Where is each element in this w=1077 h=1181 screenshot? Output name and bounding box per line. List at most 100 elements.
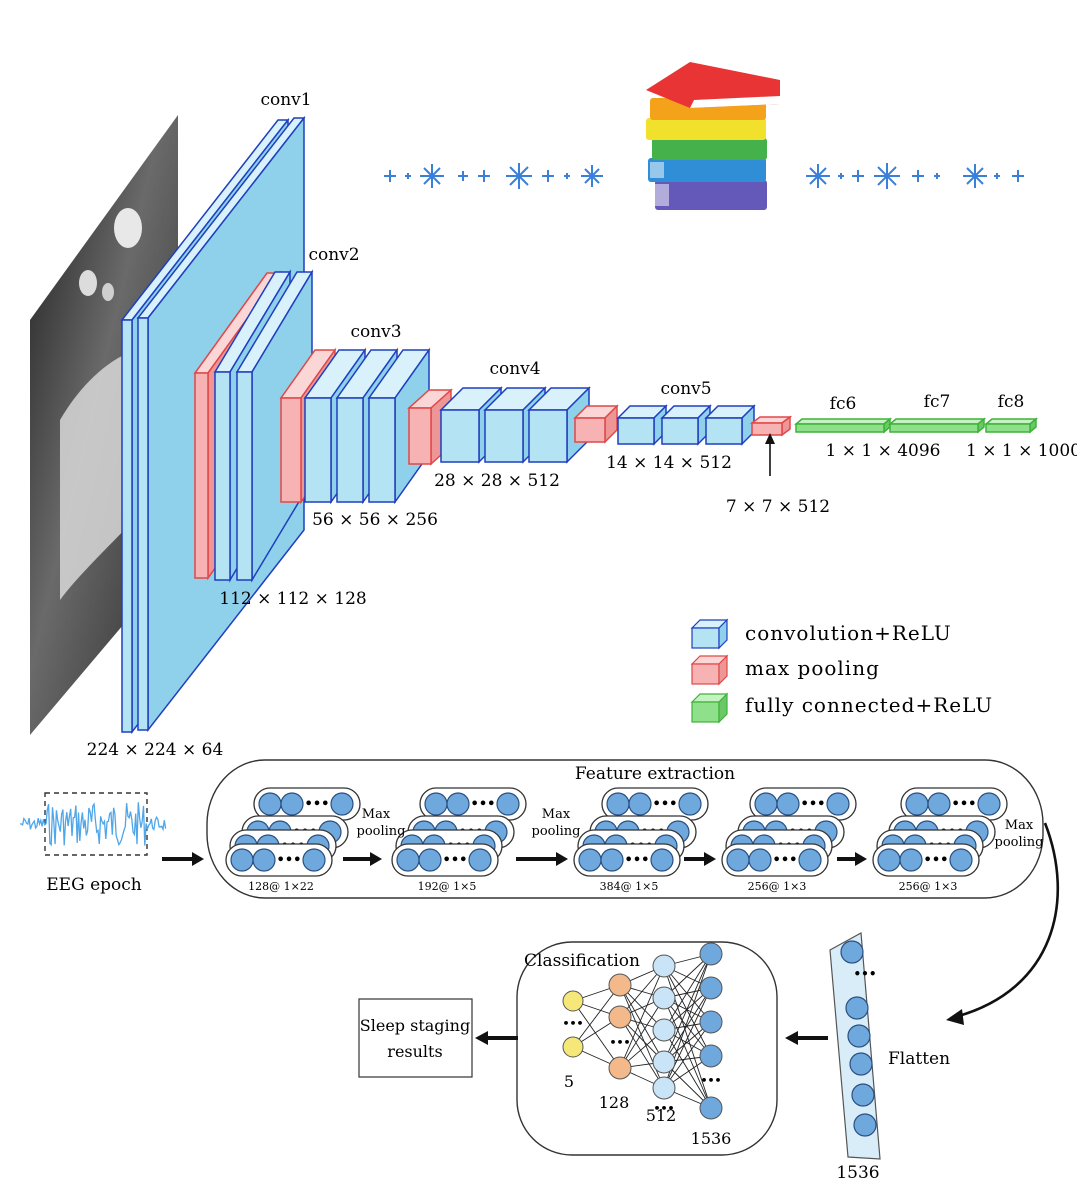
dim-1000: 1 × 1 × 1000	[966, 441, 1077, 461]
mlp-edge	[572, 1000, 621, 1069]
pool-label-2: Max pooling	[532, 807, 581, 839]
hidden-node-512	[652, 954, 676, 978]
flatten-node	[847, 1024, 871, 1048]
hidden-node-512	[652, 986, 676, 1010]
fc6-bar	[793, 417, 893, 434]
capsule	[573, 843, 681, 877]
legend-fc-label: fully connected+ReLU	[745, 693, 993, 717]
conv5-text: conv5	[660, 379, 711, 399]
mlp-edge	[663, 965, 712, 1023]
mlp-edge	[663, 987, 712, 1063]
ellipsis-glyph: •••	[853, 967, 876, 981]
pool-1-line-b: pooling	[357, 824, 406, 839]
block-shape-label: 256@ 1×3	[748, 880, 807, 893]
node	[302, 848, 326, 872]
node	[748, 848, 772, 872]
sparkle-decoration-right	[806, 163, 1024, 189]
node	[798, 848, 822, 872]
eeg-input: EEG epoch	[19, 792, 167, 895]
dim-14: 14 × 14 × 512	[606, 453, 732, 473]
feature-block: ••••••••••••384@ 1×5	[573, 787, 709, 893]
output-node-1536	[699, 942, 723, 966]
node	[949, 848, 973, 872]
node	[678, 792, 702, 816]
node	[578, 848, 602, 872]
block-shape-label: 384@ 1×5	[600, 880, 659, 893]
classification-title: Classification	[524, 951, 640, 971]
node	[258, 792, 282, 816]
ellipsis-glyph: •••	[952, 797, 977, 812]
flatten-node	[849, 1052, 873, 1076]
capsule	[225, 843, 333, 877]
ellipsis-glyph: •••	[801, 797, 826, 812]
legend-conv-label: convolution+ReLU	[745, 621, 952, 645]
fc6-text: fc6	[830, 394, 857, 414]
pool-3-line-b: pooling	[995, 835, 1044, 850]
layer-count-5: 5	[564, 1072, 574, 1091]
ellipsis-glyph: •••	[443, 853, 468, 868]
flatten-column: Flatten 1536 •••	[829, 932, 950, 1181]
hidden-node-512	[652, 1018, 676, 1042]
capsule	[391, 843, 499, 877]
hidden-node-128	[608, 1056, 632, 1080]
flatten-label: Flatten	[888, 1049, 950, 1069]
mlp-edge	[663, 997, 712, 1109]
fc7-bar	[887, 417, 987, 434]
legend-pool-label: max pooling	[745, 656, 880, 680]
hidden-node-512	[652, 1050, 676, 1074]
flatten-count: 1536	[836, 1163, 879, 1181]
mlp-edge	[663, 987, 712, 1089]
ellipsis-glyph: •••	[625, 853, 650, 868]
input-node	[562, 990, 584, 1012]
mlp-edge	[619, 965, 665, 1069]
layer-count-512: 512	[646, 1106, 677, 1125]
classification-panel: Classification	[516, 941, 778, 1156]
hidden-node-512	[652, 1076, 676, 1100]
eeg-epoch-label: EEG epoch	[46, 875, 142, 895]
mlp-edge	[619, 1016, 665, 1089]
conv1-text: conv1	[260, 90, 311, 110]
node	[826, 792, 850, 816]
output-node-1536	[699, 1096, 723, 1120]
capsule	[721, 843, 829, 877]
feature-block: ••••••••••••256@ 1×3	[721, 787, 857, 893]
node	[754, 792, 778, 816]
ellipsis-glyph: •••	[471, 797, 496, 812]
layer-count-1536: 1536	[691, 1129, 732, 1148]
feature-block: ••••••••••••192@ 1×5	[391, 787, 527, 893]
mlp-network: ••••••••••••	[562, 942, 723, 1120]
mlp-edge	[663, 997, 712, 1057]
node	[330, 792, 354, 816]
node	[650, 848, 674, 872]
dim-28: 28 × 28 × 512	[434, 471, 560, 491]
final-pool	[749, 415, 793, 437]
node	[628, 792, 652, 816]
block-arrow	[837, 852, 867, 866]
node	[252, 848, 276, 872]
feature-block: ••••••••••••128@ 1×22	[225, 787, 361, 893]
block-shape-label: 128@ 1×22	[248, 880, 314, 893]
node	[977, 792, 1001, 816]
ellipsis-glyph: •••	[305, 797, 330, 812]
dim-56: 56 × 56 × 256	[312, 510, 438, 530]
input-node	[562, 1036, 584, 1058]
conv4-text: conv4	[489, 359, 540, 379]
node	[496, 792, 520, 816]
node	[230, 848, 254, 872]
results-line-a: Sleep staging	[360, 1016, 470, 1035]
capsule	[872, 843, 980, 877]
node	[877, 848, 901, 872]
ellipsis-glyph: •••	[653, 1102, 674, 1115]
ellipsis-glyph: •••	[653, 797, 678, 812]
block-arrow	[343, 852, 382, 866]
pool-arrow-up	[765, 433, 775, 476]
dim-224: 224 × 224 × 64	[87, 740, 224, 760]
node	[927, 792, 951, 816]
curved-arrow-to-flatten	[946, 822, 1060, 1025]
dim-112: 112 × 112 × 128	[219, 589, 366, 609]
results-box: Sleep staging results	[358, 998, 473, 1078]
node	[424, 792, 448, 816]
ellipsis-glyph: •••	[773, 853, 798, 868]
